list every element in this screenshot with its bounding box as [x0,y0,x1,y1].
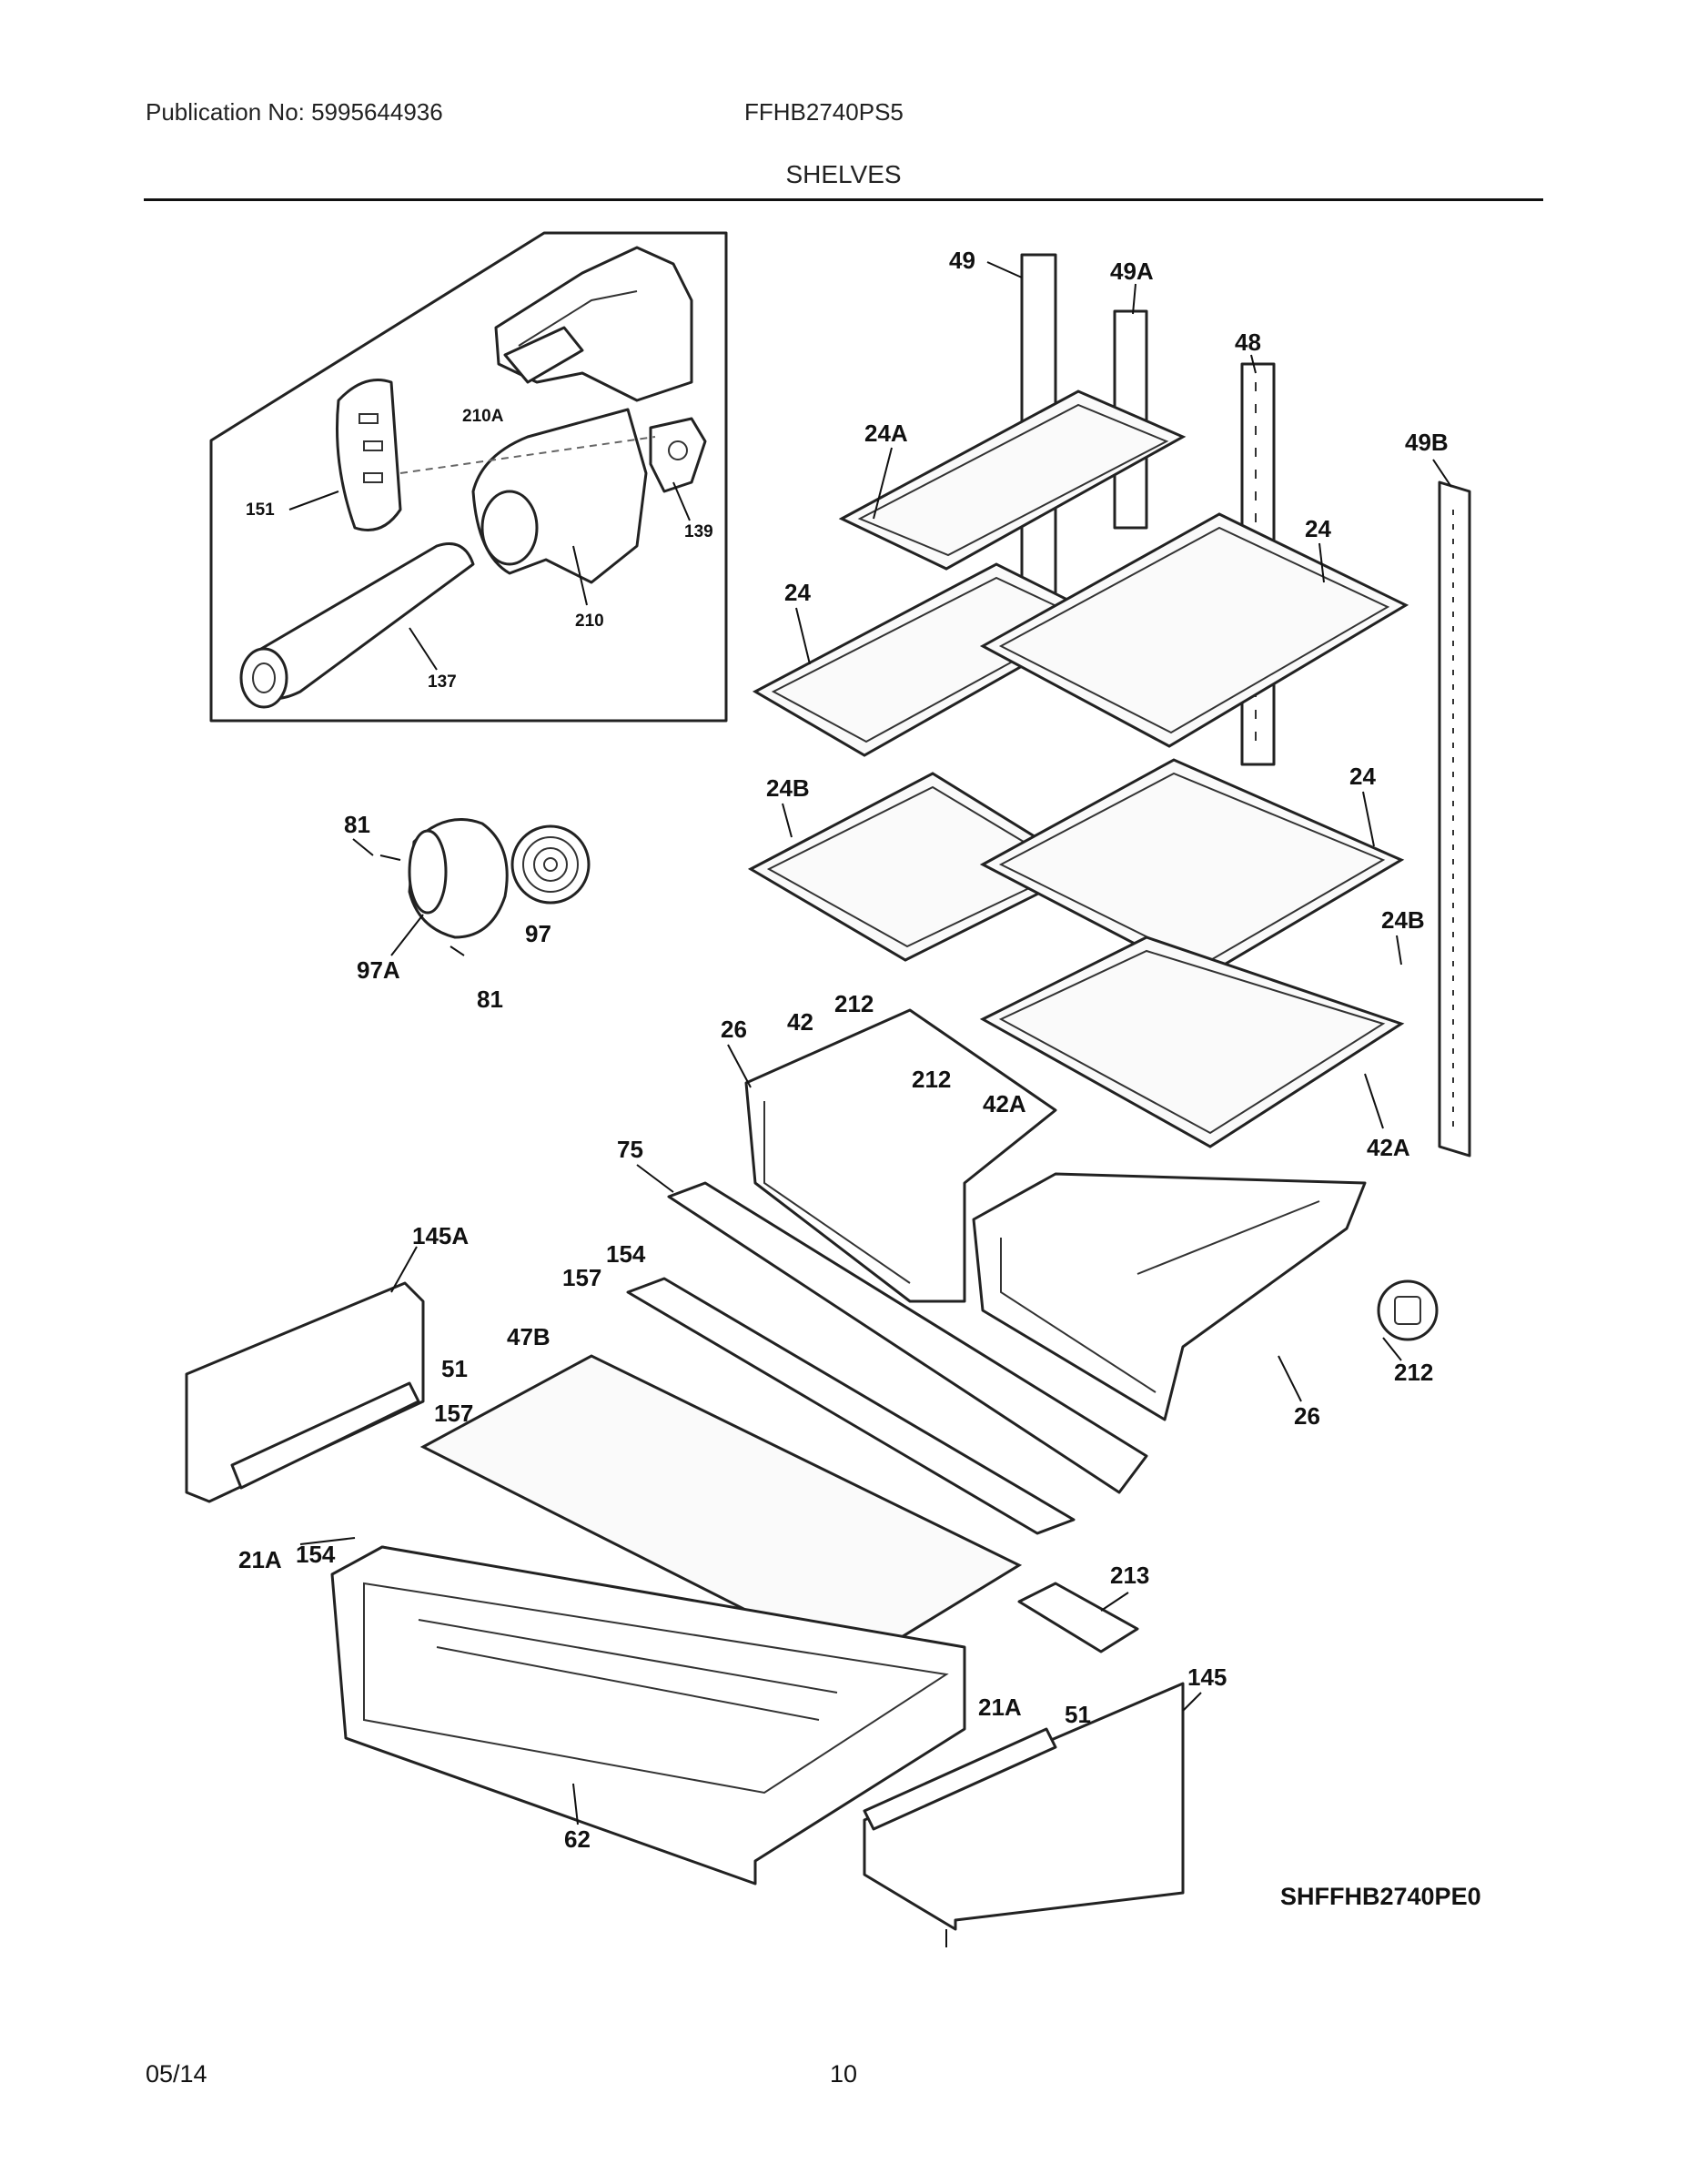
callout-42A-center: 42A [983,1090,1026,1117]
callout-157-upper: 157 [562,1264,601,1291]
callout-labels: 210A 151 139 210 137 49 49A 48 49B 24A 2… [238,247,1449,1853]
footer-date: 05/14 [146,2060,207,2088]
callout-24-left: 24 [784,579,811,606]
header-rule [144,198,1543,201]
callout-24-mid-right: 24 [1349,763,1376,790]
callout-24A: 24A [864,420,908,447]
callout-154-lower: 154 [296,1541,336,1568]
callout-26-right: 26 [1294,1402,1320,1430]
callout-75: 75 [617,1136,643,1163]
callout-151: 151 [246,500,275,520]
callout-24-top-right: 24 [1305,515,1331,542]
callout-26-upper: 26 [721,1016,747,1043]
callout-21A-left: 21A [238,1546,282,1573]
callout-154-upper: 154 [606,1240,646,1268]
callout-212-upper: 212 [834,990,874,1017]
callout-157-lower: 157 [434,1400,473,1427]
callout-212-middle: 212 [912,1066,951,1093]
callout-210: 210 [575,612,604,631]
callout-81-top: 81 [344,811,370,838]
callout-97A: 97A [357,956,400,984]
freezer-drawer [185,1181,1185,1947]
model-number: FFHB2740PS5 [744,98,904,126]
callout-81-bottom: 81 [477,986,503,1013]
section-title: SHELVES [785,160,902,188]
fan-assembly [379,818,591,956]
callout-145: 145 [1187,1663,1227,1691]
callout-47B: 47B [507,1323,551,1350]
callout-24B-right: 24B [1381,906,1425,934]
glass-shelves [747,389,1409,1148]
callout-51-right: 51 [1065,1701,1091,1728]
callout-145A: 145A [412,1222,469,1249]
footer-page-number: 10 [829,2060,858,2088]
callout-24B-left: 24B [766,774,810,802]
callout-48: 48 [1235,329,1261,356]
leader-lines [288,261,1452,1825]
filter-inset [209,231,728,723]
callout-51-left: 51 [441,1355,468,1382]
detail-circle-212 [1377,1279,1439,1341]
callout-42A-right: 42A [1367,1134,1410,1161]
callout-49: 49 [949,247,975,274]
crisper-drawers [744,1008,1367,1421]
callout-49A: 49A [1110,258,1154,285]
callout-62: 62 [564,1825,591,1853]
callout-42: 42 [787,1008,813,1036]
callout-49B: 49B [1405,429,1449,456]
callout-97: 97 [525,920,551,947]
callout-139: 139 [684,522,713,541]
callout-210A: 210A [462,407,504,426]
publication-number: Publication No: 5995644936 [146,98,443,126]
callout-137: 137 [428,672,457,692]
diagram-reference-code: SHFFHB2740PE0 [1280,1883,1481,1910]
callout-21A-right: 21A [978,1694,1022,1721]
callout-213: 213 [1110,1562,1149,1589]
callout-212-right: 212 [1394,1359,1433,1386]
